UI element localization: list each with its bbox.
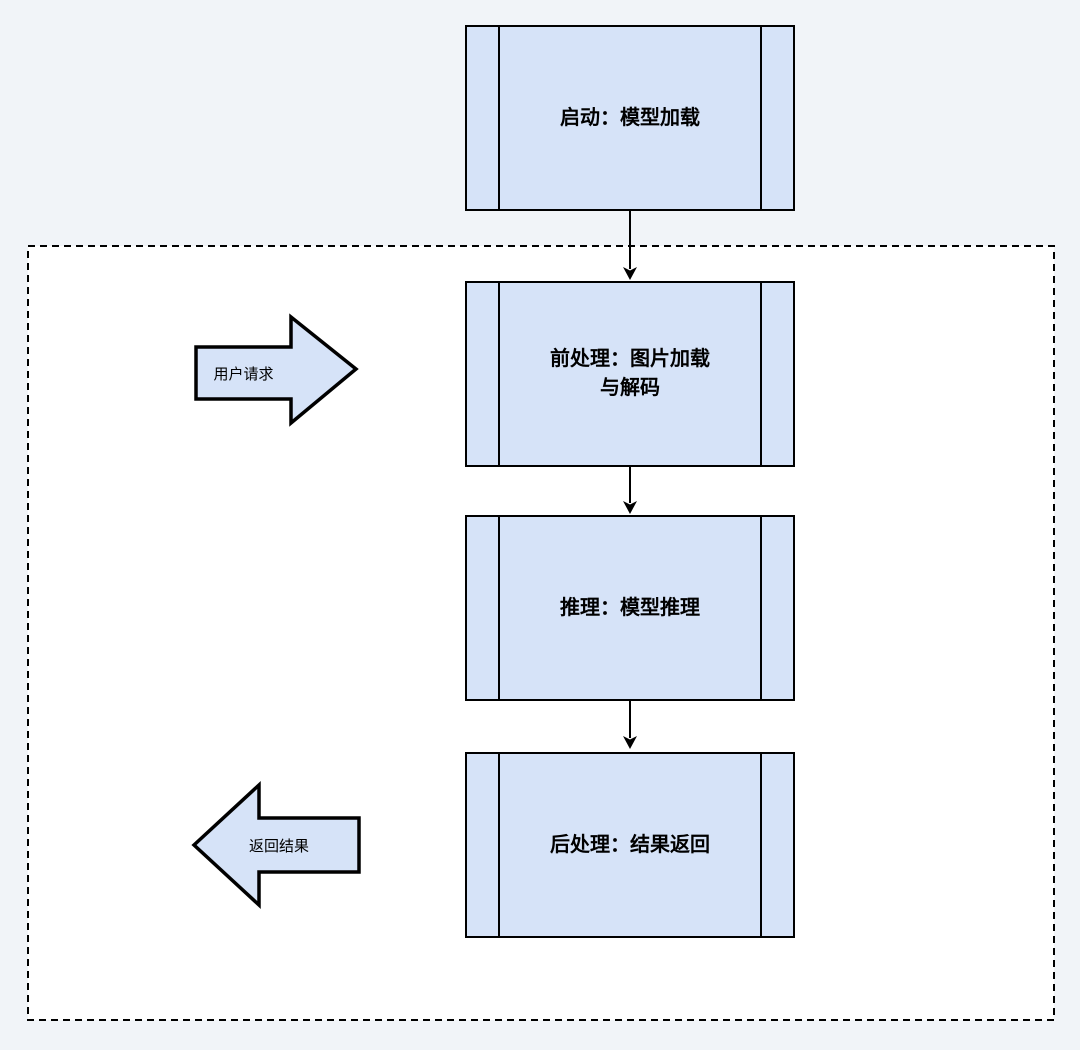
return-result-arrow-shape (191, 781, 361, 909)
subroutine-bar-right (760, 517, 762, 699)
connector-inference-to-postprocess (623, 701, 637, 749)
node-preprocess: 前处理：图片加载 与解码 (465, 281, 795, 467)
return-result-label: 返回结果 (248, 837, 309, 855)
node-inference-label: 推理：模型推理 (560, 596, 700, 619)
connector-preprocess-to-inference (623, 467, 637, 514)
node-start: 启动：模型加载 (465, 25, 795, 211)
node-inference: 推理：模型推理 (465, 515, 795, 701)
user-request-arrow-shape (194, 313, 359, 427)
node-start-label: 启动：模型加载 (560, 106, 700, 129)
node-postprocess: 后处理：结果返回 (465, 752, 795, 938)
node-preprocess-label: 前处理：图片加载 与解码 (550, 348, 710, 399)
subroutine-bar-right (760, 754, 762, 936)
user-request-label: 用户请求 (213, 365, 274, 383)
subroutine-bar-left (498, 27, 500, 209)
subroutine-bar-left (498, 754, 500, 936)
subroutine-bar-left (498, 517, 500, 699)
subroutine-bar-left (498, 283, 500, 465)
node-postprocess-label: 后处理：结果返回 (550, 833, 710, 856)
subroutine-bar-right (760, 283, 762, 465)
connector-start-to-preprocess (623, 211, 637, 280)
subroutine-bar-right (760, 27, 762, 209)
